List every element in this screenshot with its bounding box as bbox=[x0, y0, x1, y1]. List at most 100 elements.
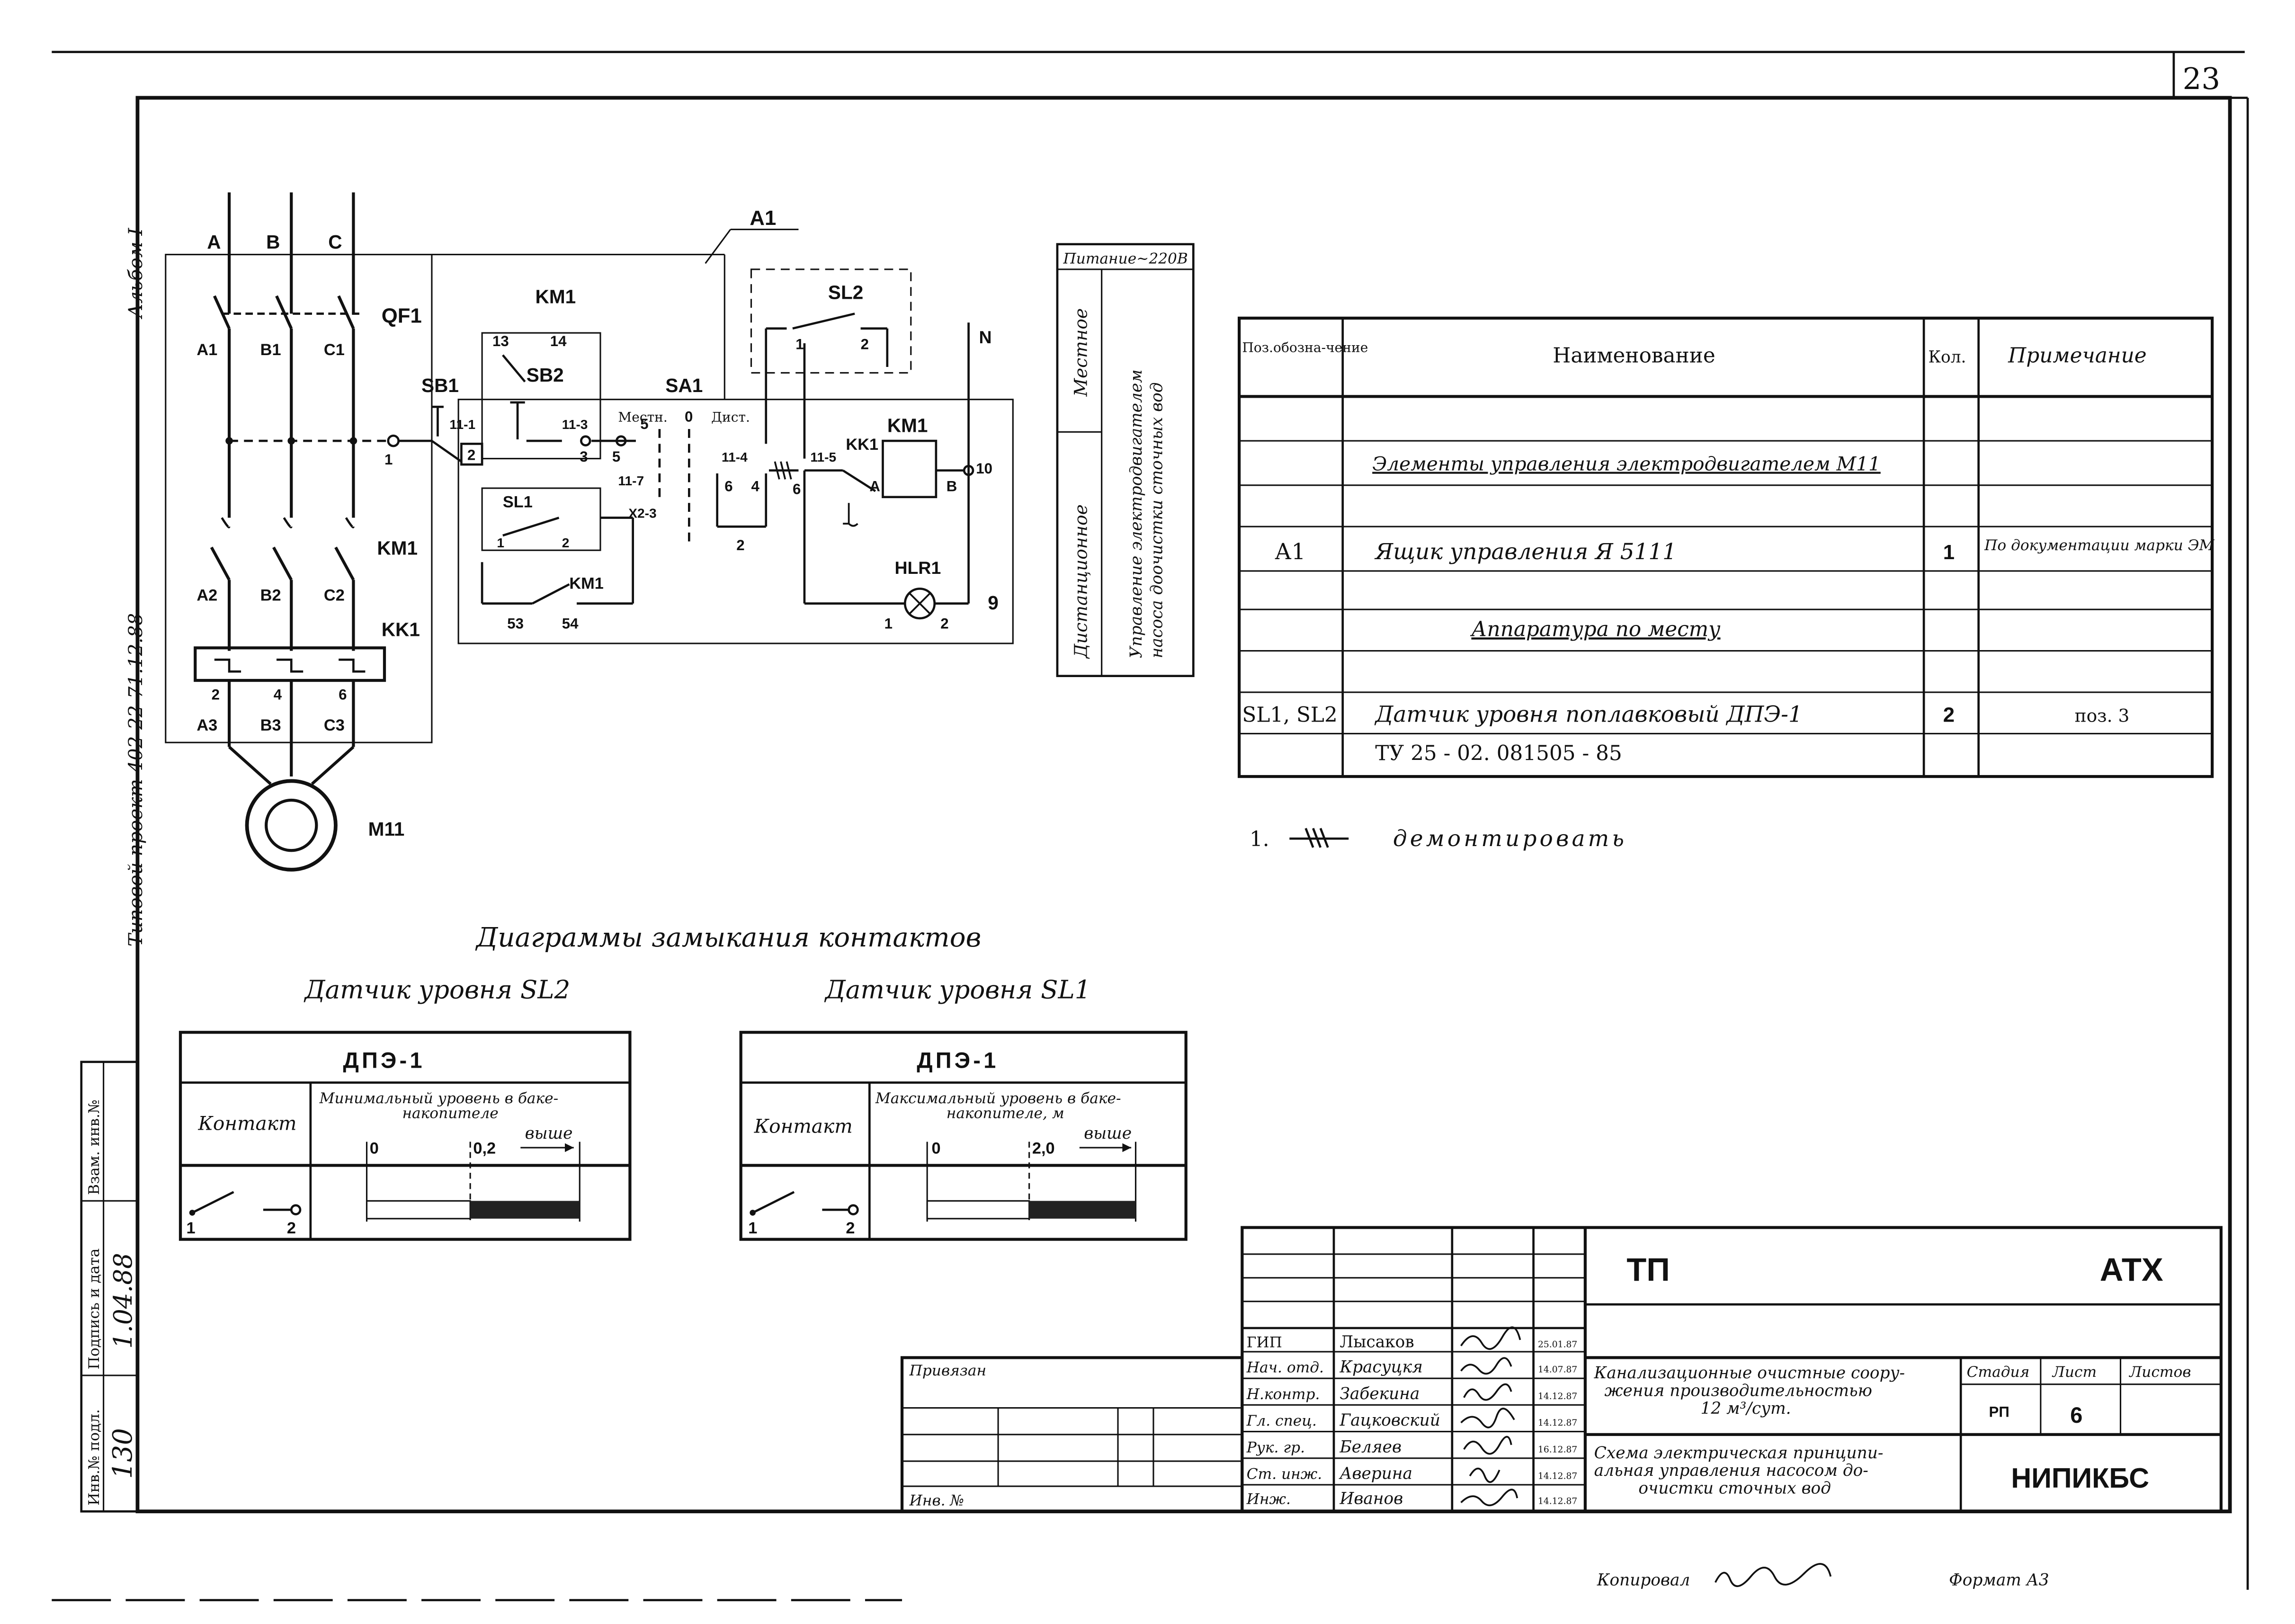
spec-header-qty: Кол. bbox=[1928, 348, 1966, 367]
contact-c3: C3 bbox=[324, 716, 345, 734]
org-name: НИПИКБС bbox=[2011, 1462, 2149, 1494]
overload-term-4: 4 bbox=[274, 687, 282, 703]
name-4: Гацковский bbox=[1339, 1411, 1440, 1430]
spec-row2-name: Датчик уровня поплавковый ДПЭ-1 bbox=[1374, 702, 1802, 727]
coil-term-a: A bbox=[869, 478, 880, 494]
spec-row3-name: ТУ 25 - 02. 081505 - 85 bbox=[1375, 741, 1622, 766]
km1-hold-label: KM1 bbox=[536, 286, 576, 308]
term-54: 54 bbox=[562, 616, 579, 632]
name-6: Аверина bbox=[1338, 1464, 1412, 1483]
spec-header-note: Примечание bbox=[2008, 344, 2146, 368]
stage-value: РП bbox=[1989, 1403, 2009, 1420]
term-14: 14 bbox=[550, 333, 567, 349]
contact-c1: C1 bbox=[324, 341, 345, 359]
contact-diagram-sl1: ДПЭ-1 Контакт Максимальный уровень в бак… bbox=[739, 1031, 1188, 1241]
power-label: Питание~220В bbox=[1063, 250, 1188, 267]
project-label: Типовой проект 402-22-71.12.88 bbox=[124, 613, 147, 946]
spec-row1-qty: 1 bbox=[1943, 541, 1955, 564]
spec-row1-note: По документации марки ЭМ bbox=[1984, 537, 2215, 554]
role-1: ГИП bbox=[1247, 1334, 1282, 1351]
sl1-term-1: 1 bbox=[497, 535, 504, 550]
diagram-right-caption: Датчик уровня SL1 bbox=[824, 975, 1091, 1005]
phase-b: B bbox=[266, 231, 280, 253]
sl2-term-2-d: 2 bbox=[287, 1219, 296, 1237]
node-5b: 5 bbox=[640, 416, 648, 432]
sl1-open-band bbox=[926, 1200, 1030, 1220]
node-4: 4 bbox=[751, 478, 760, 494]
format-label: Формат А3 bbox=[1949, 1570, 2049, 1589]
object-name: Канализационные очистные соору- жения пр… bbox=[1594, 1364, 1910, 1418]
date-3: 14.12.87 bbox=[1538, 1392, 1577, 1401]
diagram-left-caption: Датчик уровня SL2 bbox=[304, 975, 570, 1005]
term-11-4: 11-4 bbox=[722, 450, 748, 464]
node-6: 6 bbox=[724, 478, 732, 494]
album-label: Альбом I bbox=[124, 227, 147, 319]
name-5: Беляев bbox=[1339, 1437, 1401, 1456]
overload-term-2: 2 bbox=[212, 687, 220, 703]
note-text: демонтировать bbox=[1393, 826, 1627, 852]
date-2: 14.07.87 bbox=[1538, 1365, 1577, 1375]
kk1-main-label: KK1 bbox=[382, 618, 420, 640]
spec-row2-pos: SL1, SL2 bbox=[1242, 703, 1337, 727]
date-6: 14.12.87 bbox=[1538, 1472, 1577, 1481]
sheets-label: Листов bbox=[2128, 1364, 2191, 1381]
km1-aux-label: KM1 bbox=[569, 574, 604, 592]
sl1-desc: Максимальный уровень в баке- накопителе,… bbox=[875, 1090, 1126, 1122]
sl2-open-band bbox=[366, 1200, 471, 1220]
inv-no-label: Инв.№ подл. bbox=[86, 1409, 103, 1506]
code-left: ТП bbox=[1626, 1251, 1670, 1288]
qf1-label: QF1 bbox=[382, 304, 422, 327]
role-4: Гл. спец. bbox=[1246, 1412, 1317, 1429]
sign-date-label: Подпись и дата bbox=[86, 1249, 103, 1370]
spec-header-pos: Поз.обозна-чение bbox=[1242, 340, 1368, 356]
sign-date-value: 1.04.88 bbox=[108, 1253, 138, 1349]
node-3: 3 bbox=[580, 448, 588, 465]
name-2: Красуцкя bbox=[1339, 1358, 1422, 1377]
spec-section-1: Элементы управления электродвигателем М1… bbox=[1372, 453, 1881, 475]
date-4: 14.12.87 bbox=[1538, 1418, 1577, 1428]
term-11-5: 11-5 bbox=[810, 450, 836, 464]
contact-b1: B1 bbox=[260, 341, 281, 359]
sl1-device: ДПЭ-1 bbox=[917, 1048, 999, 1072]
kk1-aux-label: KK1 bbox=[846, 436, 878, 454]
spec-header-name: Наименование bbox=[1553, 344, 1715, 368]
sl2-label: SL2 bbox=[828, 281, 863, 303]
diagrams-title: Диаграммы замыкания контактов bbox=[475, 922, 982, 953]
remote-label: Дистанционное bbox=[1070, 504, 1091, 659]
bound-label: Привязан bbox=[909, 1362, 986, 1379]
term-11-7: 11-7 bbox=[618, 473, 644, 488]
sl2-contact-header: Контакт bbox=[197, 1112, 296, 1134]
contact-diagram-sl2: ДПЭ-1 Контакт Минимальный уровень в баке… bbox=[179, 1031, 632, 1241]
role-3: Н.контр. bbox=[1246, 1386, 1320, 1403]
phase-a: A bbox=[207, 231, 221, 253]
node-5: 5 bbox=[612, 448, 620, 465]
contact-a1: A1 bbox=[196, 341, 217, 359]
sl2-term-1: 1 bbox=[795, 336, 804, 352]
title-block: Привязан Инв. № ТП АТХ Канализационные о… bbox=[900, 1226, 2223, 1513]
mode-local: Местн. bbox=[618, 410, 667, 425]
control-circuit: A1 1 SB1 11-1 2 13 14 KM1 SB2 11-3 3 5 5… bbox=[384, 206, 1014, 644]
sb2-label: SB2 bbox=[527, 364, 564, 386]
binding-strip: Альбом I Типовой проект 402-22-71.12.88 … bbox=[80, 227, 147, 1513]
signatures bbox=[1460, 1326, 1521, 1507]
sl2-above: выше bbox=[525, 1124, 573, 1143]
node-2b: 2 bbox=[736, 537, 744, 553]
sl1-tick-1: 2,0 bbox=[1032, 1139, 1055, 1157]
neutral-label: N bbox=[979, 327, 991, 347]
km1-coil-label: KM1 bbox=[887, 414, 928, 436]
node-9: 9 bbox=[988, 592, 999, 614]
sl1-label: SL1 bbox=[503, 493, 533, 511]
copied-label: Копировал bbox=[1597, 1570, 1690, 1589]
hlr1-label: HLR1 bbox=[894, 558, 941, 578]
term-53: 53 bbox=[507, 616, 524, 632]
node-1: 1 bbox=[384, 451, 393, 468]
spec-row2-qty: 2 bbox=[1943, 703, 1955, 726]
power-circuit: A B C QF1 A1 B1 C1 KM1 A2 B2 C2 bbox=[165, 192, 433, 872]
mode-zero: 0 bbox=[685, 409, 693, 425]
contact-a3: A3 bbox=[196, 716, 217, 734]
spec-row1-name: Ящик управления Я 5111 bbox=[1374, 539, 1676, 565]
date-1: 25.01.87 bbox=[1538, 1340, 1577, 1350]
sl1-term-1-d: 1 bbox=[748, 1219, 757, 1237]
lamp-term-2: 2 bbox=[940, 616, 948, 632]
spec-section-2: Аппаратура по месту bbox=[1470, 617, 1721, 641]
